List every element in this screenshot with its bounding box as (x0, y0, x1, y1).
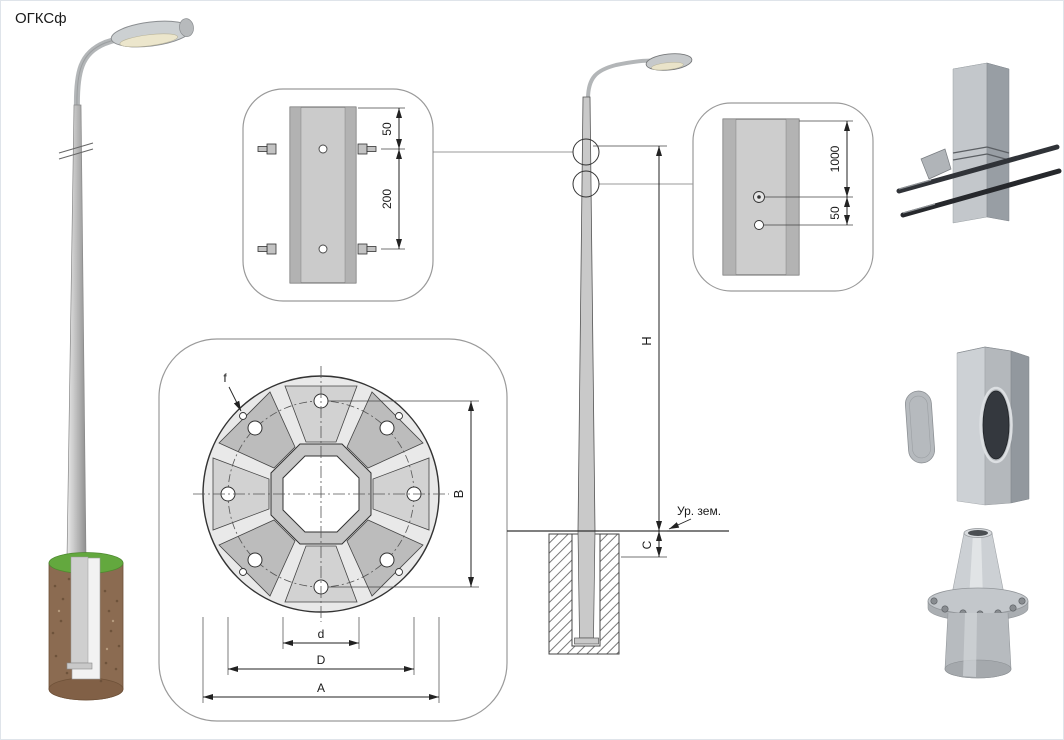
mount-detail-callout: 1000 50 (692, 102, 874, 292)
embedded-pole-elevation (577, 530, 596, 639)
handhole-cover-plate (904, 390, 936, 464)
handhole-rim (979, 386, 1013, 464)
dim-d-label: d (318, 627, 325, 641)
flange-detail-callout: f B d D A (158, 338, 508, 722)
dim-D-label: D (317, 653, 326, 667)
break-mark (58, 142, 94, 154)
f-leader (228, 386, 242, 412)
pole-3d-render (48, 18, 194, 701)
pole-shaft (66, 104, 87, 560)
elevation-lamp-arm (586, 58, 657, 100)
guy-rod-upper (896, 144, 1060, 194)
foundation-3d (48, 552, 124, 701)
soil-speckles (51, 577, 121, 683)
anchor-post-side (986, 62, 1010, 222)
dim-50-label: 50 (380, 122, 394, 136)
mount-hole (754, 220, 764, 230)
dim-50b-label: 50 (828, 206, 842, 220)
wire-wrap (952, 146, 988, 154)
wire-thimble (920, 148, 952, 180)
centre-lines (193, 366, 449, 622)
pole-base-flange-3d (66, 662, 93, 670)
ground-level-label: Ур. зем. (677, 504, 721, 518)
elevation-luminaire (645, 53, 693, 71)
dim-H-label: H (639, 336, 654, 345)
guy-rod-lower (900, 168, 1062, 218)
cone-mouth (968, 530, 988, 536)
f-holes (239, 412, 403, 576)
ground-level-leader (668, 518, 692, 530)
dim-B-label: B (451, 490, 466, 499)
page-title: ОГКСф (15, 10, 67, 27)
pole-facet-dark (1010, 350, 1030, 504)
handhole-opening (982, 390, 1010, 460)
bolt-hole (318, 144, 328, 154)
pole-elevation: H C Ур. зем. (433, 53, 729, 655)
pole-base-flange (574, 637, 599, 645)
bolt-detail-callout: 50 200 (242, 88, 434, 302)
handhole-cover-render (904, 346, 1030, 506)
detail-marker-circle-upper (572, 138, 600, 166)
luminaire (110, 18, 194, 48)
b-extension-lines (328, 400, 479, 588)
dim-200-label: 200 (380, 189, 394, 209)
embedded-pole (70, 556, 89, 664)
flange-base-render (927, 528, 1029, 679)
bolt-hole (318, 244, 328, 254)
dim-C-label: C (640, 540, 654, 549)
luminaire-lens (119, 33, 178, 48)
dim-1000-label: 1000 (828, 145, 842, 172)
f-label: f (223, 371, 227, 385)
bolts (257, 143, 377, 255)
elevation-pole-shaft (577, 96, 596, 532)
dim-A-label: A (317, 681, 325, 695)
detail-marker-circle-lower (572, 170, 600, 198)
guy-attachment-render (896, 62, 1062, 224)
